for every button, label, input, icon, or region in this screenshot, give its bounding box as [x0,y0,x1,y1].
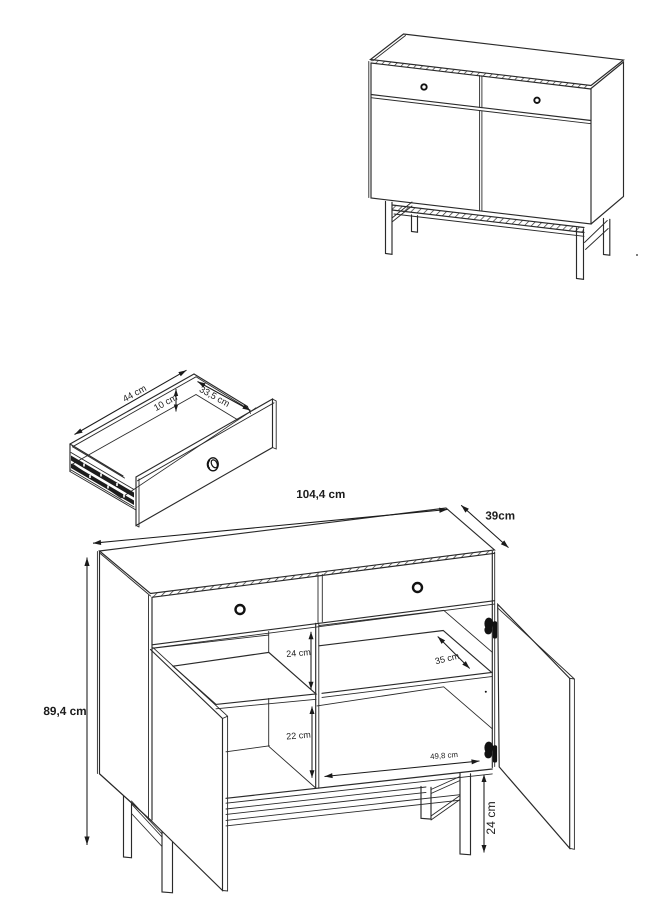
svg-text:39cm: 39cm [485,510,515,523]
svg-text:89,4 cm: 89,4 cm [43,704,86,718]
svg-text:24 cm: 24 cm [286,647,311,659]
svg-text:49,8 cm: 49,8 cm [430,750,458,761]
svg-text:22 cm: 22 cm [286,729,311,741]
svg-text:24 cm: 24 cm [484,801,498,834]
svg-text:104,4 cm: 104,4 cm [296,488,345,501]
